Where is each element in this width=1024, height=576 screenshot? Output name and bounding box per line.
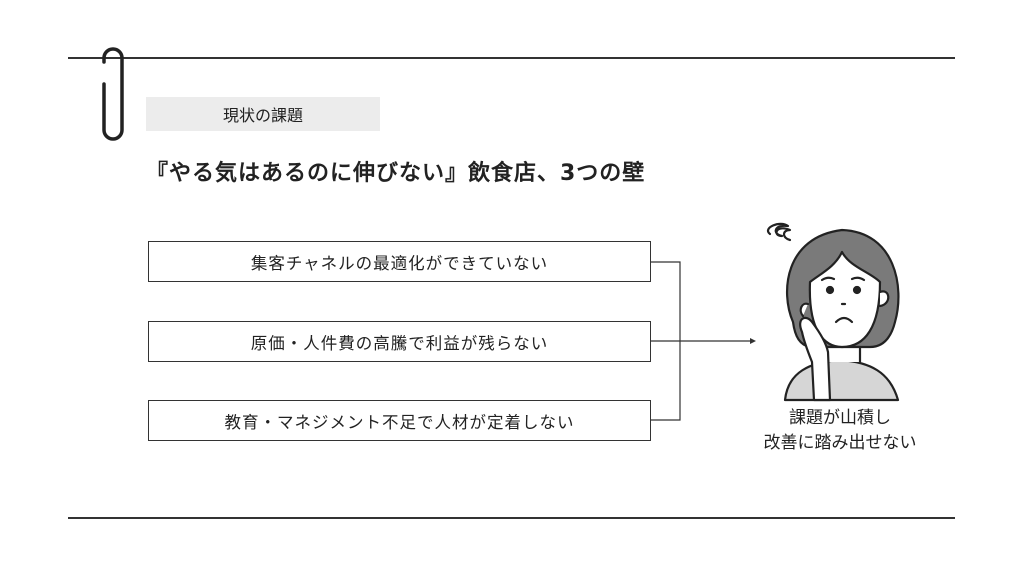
caption-line-1: 課題が山積し: [789, 408, 891, 428]
problem-box-2: 原価・人件費の高騰で利益が残らない: [148, 321, 651, 362]
arrow-head-icon: [750, 338, 756, 344]
result-caption: 課題が山積し 改善に踏み出せない: [740, 406, 940, 456]
worried-woman-illustration: [767, 222, 900, 402]
page-title: 『やる気はあるのに伸びない』飲食店、3つの壁: [146, 161, 646, 186]
problem-box-1: 集客チャネルの最適化ができていない: [148, 241, 651, 282]
caption-line-2: 改善に踏み出せない: [763, 433, 917, 453]
problem-box-3: 教育・マネジメント不足で人材が定着しない: [148, 400, 651, 441]
section-label: 現状の課題: [146, 97, 380, 131]
swirl-icon: [767, 222, 792, 242]
paperclip-icon: [102, 47, 124, 141]
bottom-rule: [68, 517, 955, 519]
top-rule: [68, 57, 955, 59]
